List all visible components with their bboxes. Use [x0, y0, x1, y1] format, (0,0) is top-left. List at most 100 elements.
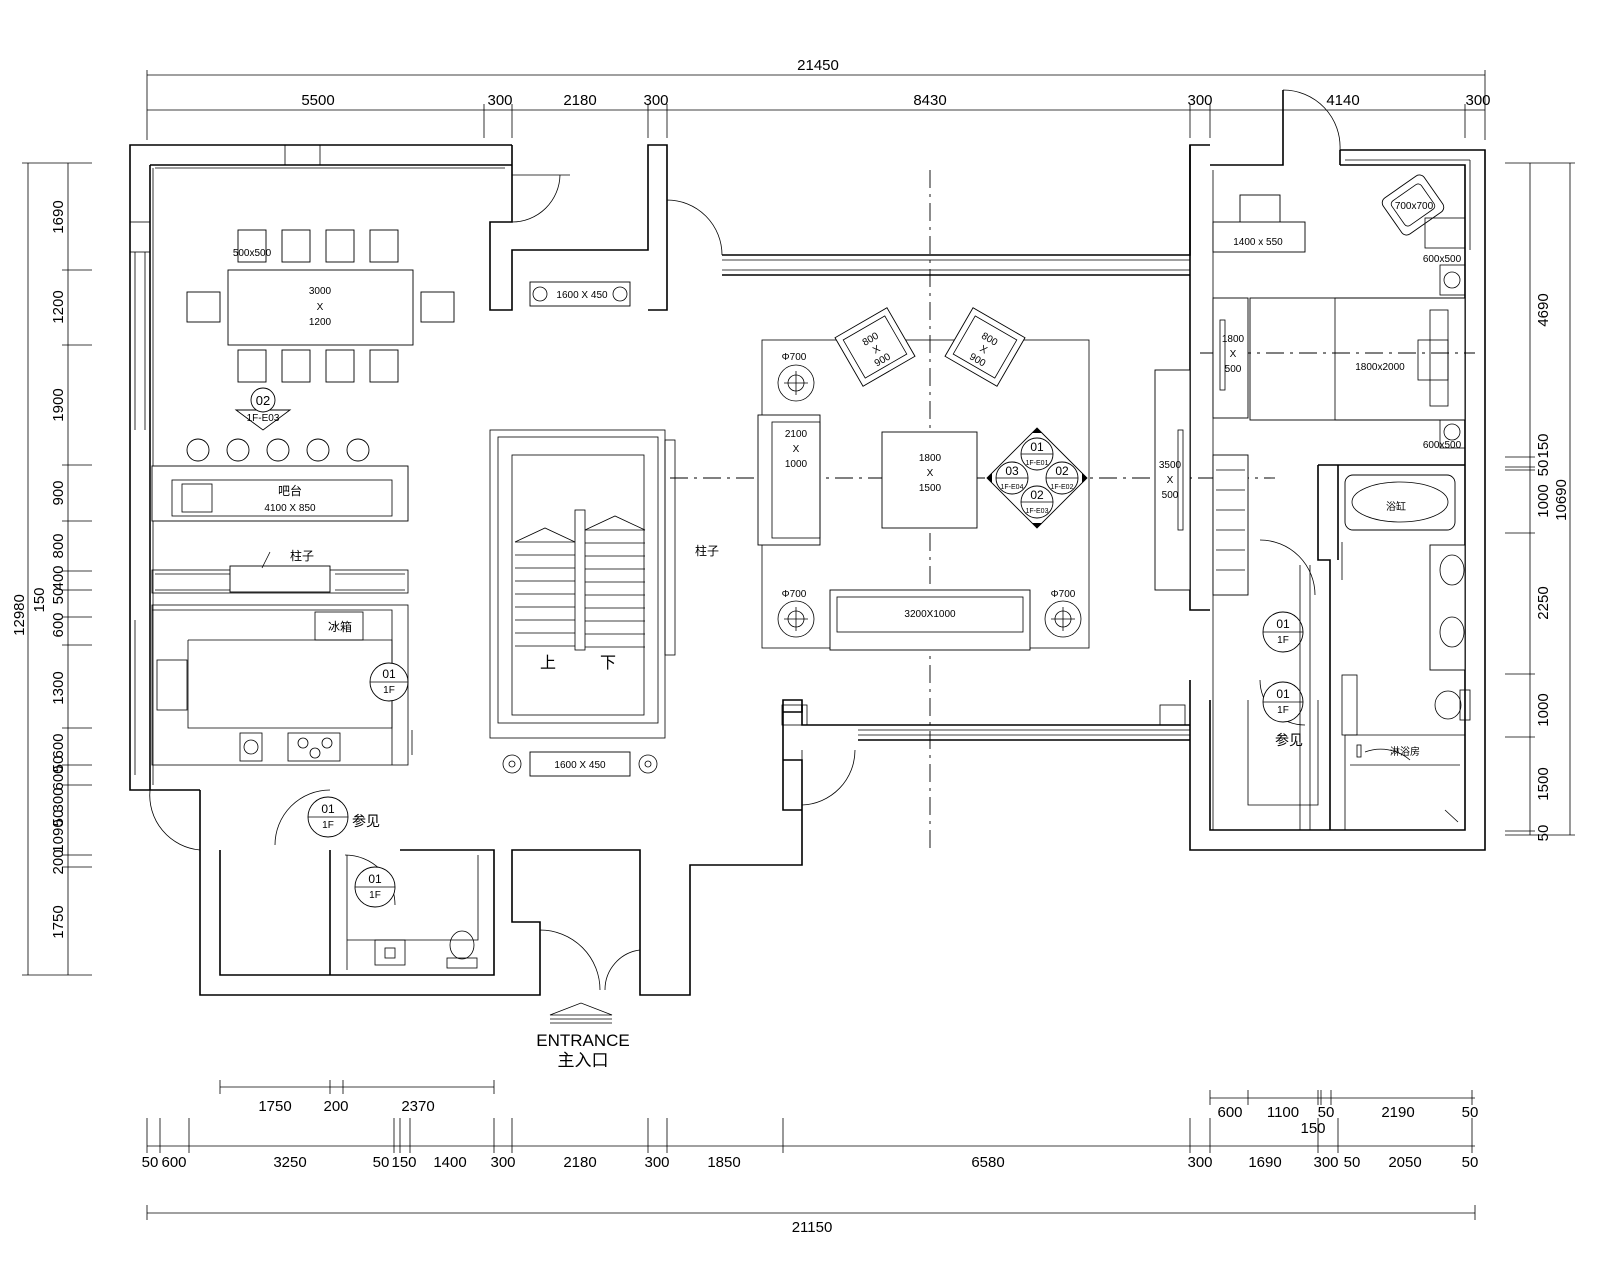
- coffee-table: [881, 431, 978, 529]
- tag-k-num: 01: [382, 667, 396, 681]
- entrance-cn: 主入口: [558, 1051, 609, 1070]
- dim-b-16: 2050: [1388, 1154, 1421, 1171]
- armchair-r-2: X: [978, 344, 990, 357]
- column-label-2: 柱子: [695, 543, 719, 558]
- bar-counter: [151, 465, 409, 522]
- sofa-main: [829, 589, 1031, 651]
- dim-top-1: 5500: [301, 92, 334, 109]
- dim-left-10: 1300: [50, 671, 67, 704]
- doors: [149, 89, 1411, 995]
- diamond-s-ref: 1F-E03: [1026, 508, 1049, 515]
- coffee-3: 1500: [919, 483, 942, 494]
- dim-left-12: 50: [50, 756, 67, 773]
- tag-wc-num: 01: [368, 872, 382, 886]
- dim-left-9: 400: [50, 565, 67, 590]
- bottom-dimensions: 1750 200 2370 600 1100 50 150 2190 50 50…: [142, 1080, 1479, 1236]
- bathtub-label: 浴缸: [1386, 500, 1406, 513]
- wardrobe-3: 500: [1225, 364, 1242, 375]
- dim-b-6: 1400: [433, 1154, 466, 1171]
- dim-bru-6: 50: [1462, 1104, 1479, 1121]
- left-dimensions: 12980 1690 1200 1900 900 800 150 600 50 …: [11, 162, 92, 976]
- nightstand-2: 600x500: [1423, 440, 1462, 451]
- armchair-l-2: X: [871, 343, 883, 356]
- shower-label: 淋浴房: [1390, 745, 1420, 758]
- dim-left-15: 50: [50, 810, 67, 827]
- cabinet-bottom-size: 1600 X 450: [554, 760, 606, 771]
- dim-left-8: 50: [50, 588, 67, 605]
- dim-b-2: 600: [161, 1154, 186, 1171]
- dim-left-13: 600: [50, 765, 67, 790]
- dining-table-l1: 3000: [309, 286, 332, 297]
- dim-left-overall: 12980: [11, 594, 28, 636]
- dim-bru-5: 2190: [1381, 1104, 1414, 1121]
- dining-chairs: [186, 229, 455, 383]
- tag-l-num: 01: [321, 802, 335, 816]
- dim-bru-2: 1100: [1267, 1104, 1299, 1121]
- tag-wc-ref: 1F: [369, 890, 381, 901]
- living-room: 800 X 900 800 X 900 Φ700 Φ700 Φ700 2100 …: [670, 170, 1275, 850]
- dim-b-10: 1850: [707, 1154, 740, 1171]
- right-dimensions: 4690 150 50 1000 2250 1000 1500 50 10690: [1505, 162, 1575, 842]
- dim-b-7: 300: [490, 1154, 515, 1171]
- stair-up: 上: [540, 654, 556, 672]
- desk-size: 1400 x 550: [1233, 237, 1283, 248]
- dim-left-17: 200: [50, 849, 67, 874]
- dim-b-8: 2180: [563, 1154, 596, 1171]
- lamps: [777, 364, 1082, 638]
- dim-right-1: 4690: [1535, 293, 1552, 326]
- elevation-diamond: 01 02 02 03 1F-E01 1F-E02 1F-E03 1F-E04: [986, 427, 1088, 529]
- misc-lines: [134, 252, 1311, 830]
- dim-bru-3: 50: [1318, 1104, 1335, 1121]
- master-bedroom: 1400 x 550 700x700 600x500 600x500 1800x…: [1200, 174, 1475, 806]
- diamond-n: 01: [1030, 440, 1044, 454]
- dining-area: 3000 X 1200 500x500 02 1F-E03 吧台 4100 X …: [151, 229, 455, 522]
- dim-left-4: 900: [50, 480, 67, 505]
- dim-left-11: 600: [50, 733, 67, 758]
- dim-left-7: 600: [50, 612, 67, 637]
- bar-counter-name: 吧台: [278, 483, 302, 498]
- dim-b-3: 3250: [273, 1154, 306, 1171]
- dim-bu-1: 1750: [258, 1098, 291, 1115]
- diamond-s: 02: [1030, 488, 1044, 502]
- tag-b1-num: 01: [1276, 617, 1290, 631]
- dim-left-2: 1200: [50, 290, 67, 323]
- lamp-3: Φ700: [1051, 589, 1076, 600]
- dim-bu-2: 200: [323, 1098, 348, 1115]
- diamond-e: 02: [1055, 464, 1069, 478]
- bathroom: 浴缸 淋浴房: [1341, 474, 1471, 823]
- diamond-w: 03: [1005, 464, 1019, 478]
- dim-left-3: 1900: [50, 388, 67, 421]
- dining-table-l2: X: [317, 302, 324, 313]
- see-ref-1: 参见: [352, 813, 380, 829]
- bar-counter-size: 4100 X 850: [264, 503, 316, 514]
- dim-b-4: 50: [373, 1154, 390, 1171]
- cabinet-top-size: 1600 X 450: [556, 290, 608, 301]
- tv-2: X: [1167, 475, 1174, 486]
- nightstand-1: 600x500: [1423, 254, 1462, 265]
- dim-top-overall: 21450: [797, 57, 839, 74]
- wardrobe-2: X: [1230, 349, 1237, 360]
- dim-top-4: 300: [643, 92, 668, 109]
- dim-right-5: 2250: [1535, 586, 1552, 619]
- diamond-w-ref: 1F-E04: [1001, 484, 1024, 491]
- sofa-side: [757, 414, 821, 546]
- tag-l-ref: 1F: [322, 820, 334, 831]
- wardrobe-1: 1800: [1222, 334, 1245, 345]
- tag-k-ref: 1F: [383, 685, 395, 696]
- dining-table-l3: 1200: [309, 317, 332, 328]
- dim-bru-1: 600: [1217, 1104, 1242, 1121]
- chair-bed-size: 700x700: [1395, 201, 1434, 212]
- tv-1: 3500: [1159, 460, 1182, 471]
- sofa-main-size: 3200X1000: [904, 609, 956, 620]
- dining-table: [227, 269, 414, 346]
- dim-b-17: 50: [1462, 1154, 1479, 1171]
- tv-3: 500: [1162, 490, 1179, 501]
- dim-right-8: 50: [1535, 825, 1552, 842]
- dim-left-1: 1690: [50, 200, 67, 233]
- top-dimensions: 21450 5500 300 2180 300 8430 300 4140 30…: [146, 57, 1491, 140]
- dim-top-3: 2180: [563, 92, 596, 109]
- kitchen: 柱子 冰箱 01 1F: [151, 548, 413, 766]
- diamond-n-ref: 1F-E01: [1026, 460, 1049, 467]
- coffee-2: X: [927, 468, 934, 479]
- dim-bru-4: 150: [1300, 1120, 1325, 1137]
